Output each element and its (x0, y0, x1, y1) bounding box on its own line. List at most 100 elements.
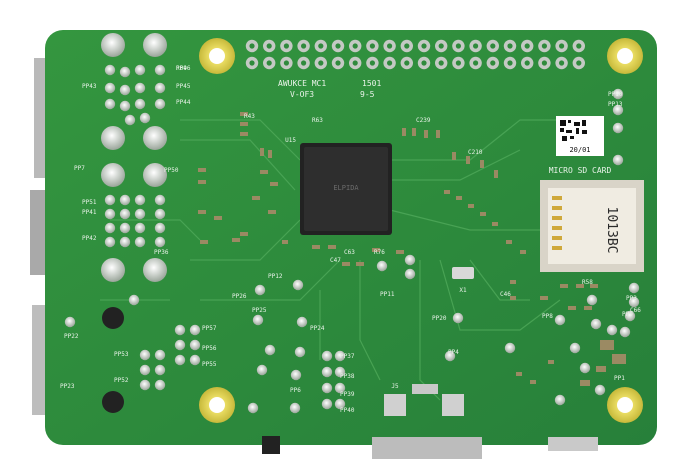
gpio-pin-hole (369, 60, 375, 66)
test-point-label: PP1 (614, 375, 625, 382)
board-code: AWUKCE MC1 V-OF3 1501 9-5 (278, 79, 381, 99)
smd-component (560, 284, 568, 288)
smd-component (268, 210, 276, 214)
soc-ref-label: U15 (285, 137, 296, 144)
test-point-label: PP3 (626, 295, 637, 302)
gpio-pin-hole (369, 43, 375, 49)
smd-component (612, 354, 626, 364)
smd-component (424, 130, 428, 138)
crystal-x1: X1 (452, 267, 474, 294)
via-pad (404, 268, 416, 280)
via-pad (594, 384, 606, 396)
gpio-pin-hole (559, 60, 565, 66)
via-pad (612, 104, 624, 116)
test-point-label: R69 (176, 65, 187, 72)
smd-component (520, 250, 526, 254)
via-pad (444, 350, 456, 362)
test-point-label: C66 (630, 307, 641, 314)
gpio-pin-hole (541, 43, 548, 49)
via-pad (189, 354, 201, 366)
test-point-label: PP13 (608, 101, 623, 108)
test-point-label: R63 (312, 117, 323, 124)
test-point-label: PP20 (432, 315, 447, 322)
gpio-pin-hole (318, 60, 324, 66)
via-pad (154, 98, 166, 110)
via-pad (119, 66, 131, 78)
gpio-pin-hole (318, 43, 324, 49)
via-pad (124, 114, 136, 126)
test-point-label: PP42 (82, 235, 97, 242)
test-point-label: C239 (416, 117, 431, 124)
test-point-label: PP23 (60, 383, 75, 390)
gpio-pin-hole (421, 60, 427, 66)
test-point-label: PP51 (82, 199, 97, 206)
smd-component (530, 380, 536, 384)
mounting-holes (199, 38, 643, 423)
via-pad (104, 222, 116, 234)
smd-component (494, 170, 498, 178)
via-pad (321, 366, 333, 378)
via-pad (174, 324, 186, 336)
test-point-label: PP36 (154, 249, 169, 256)
via-pad (334, 398, 346, 410)
via-pad (104, 98, 116, 110)
via-pad (134, 194, 146, 206)
gpio-pin-hole (335, 43, 341, 49)
smd-component (240, 112, 248, 116)
via-pad (252, 314, 264, 326)
smd-component (590, 284, 598, 288)
via-pad (404, 254, 416, 266)
via-pad (586, 294, 598, 306)
smd-component (198, 210, 206, 214)
via-pad (612, 88, 624, 100)
via-pad (294, 346, 306, 358)
j5-label: J5 (391, 383, 399, 390)
gpio-pin-hole (249, 43, 255, 49)
test-point-label: C63 (344, 249, 355, 256)
via-pad (104, 82, 116, 94)
via-pad (128, 294, 140, 306)
smd-component (342, 262, 350, 266)
smd-component (452, 152, 456, 160)
gpio-pin-hole (352, 43, 358, 49)
gpio-pin-hole (283, 60, 289, 66)
test-point-label: PP40 (340, 407, 355, 414)
smd-component (396, 250, 404, 254)
via-pad (590, 318, 602, 330)
smd-component (444, 190, 450, 194)
gpio-pin-hole (335, 60, 341, 66)
via-pad (296, 316, 308, 328)
test-point-label: PP55 (202, 361, 217, 368)
via-pad (139, 349, 151, 361)
smd-component (580, 380, 590, 386)
test-point-label: PP4 (448, 349, 459, 356)
gpio-pin-hole (438, 60, 444, 66)
smd-component (240, 132, 248, 136)
test-point-label: PP38 (340, 373, 355, 380)
via-pad (628, 282, 640, 294)
sd-card-label: MICRO SD CARD (549, 166, 612, 175)
smd-component (456, 196, 462, 200)
smd-component (436, 130, 440, 138)
test-point-label: PP22 (64, 333, 79, 340)
via-pad (139, 112, 151, 124)
smd-component (468, 204, 474, 208)
via-pad (119, 194, 131, 206)
via-pad (290, 369, 302, 381)
test-point-label: PP9 (622, 311, 633, 318)
via-pad (321, 382, 333, 394)
gpio-pin-hole (404, 60, 410, 66)
smd-component (480, 212, 486, 216)
via-pad (134, 208, 146, 220)
gpio-pin-hole (387, 43, 393, 49)
gpio-pin-hole (490, 60, 496, 66)
smd-component (240, 122, 248, 126)
gpio-pin-hole (266, 43, 272, 49)
test-point-label: C47 (330, 257, 341, 264)
via-pad (624, 310, 636, 322)
gpio-pin-hole (524, 60, 530, 66)
via-pad (154, 349, 166, 361)
smd-component (548, 360, 554, 364)
